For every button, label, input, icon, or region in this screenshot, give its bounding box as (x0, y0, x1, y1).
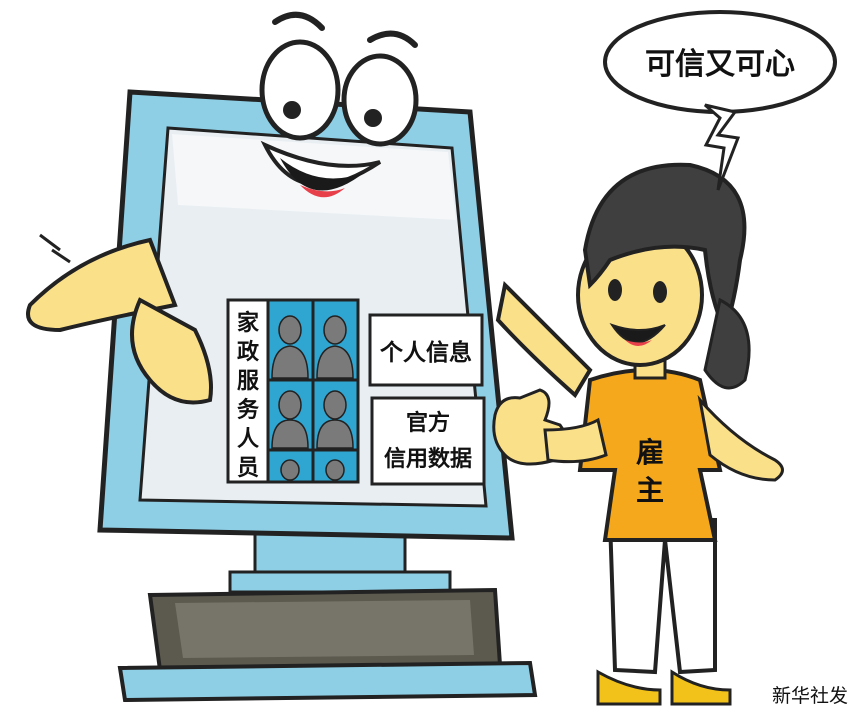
personal-info-label: 个人信息 (380, 339, 472, 366)
mascot-right-arm (495, 280, 593, 399)
vertical-label-char: 政 (237, 339, 260, 365)
person-silhouette-icon (316, 390, 354, 449)
official-data-label-line2: 信用数据 (384, 446, 472, 472)
official-data-label-line1: 官方 (406, 410, 450, 436)
domestic-worker-label-box: 家 政 服 务 人 员 (226, 298, 270, 484)
shirt-label-char: 雇 (636, 436, 664, 469)
person-silhouette-icon (325, 459, 345, 481)
mascot-hand (26, 233, 213, 405)
person-silhouette-icon (316, 315, 354, 379)
shirt-label-char: 主 (636, 474, 664, 507)
employer-girl: 雇 主 (492, 162, 784, 706)
vertical-label-char: 家 (237, 310, 260, 336)
vertical-label-char: 员 (237, 456, 259, 481)
speech-bubble-text: 可信又可心 (645, 47, 795, 82)
monitor-stand (117, 518, 538, 703)
vertical-label-char: 人 (237, 427, 259, 452)
person-silhouette-icon (271, 315, 309, 379)
mascot-face (259, 11, 419, 198)
official-credit-data-box: 官方 信用数据 (370, 396, 486, 486)
personal-info-box: 个人信息 (368, 313, 484, 387)
speech-bubble: 可信又可心 (603, 10, 837, 191)
vertical-label-char: 服 (237, 369, 260, 394)
vertical-label-char: 务 (237, 398, 260, 423)
credit-text: 新华社发 (772, 685, 848, 707)
person-silhouette-icon (271, 390, 309, 449)
person-silhouette-icon (280, 459, 300, 481)
photo-grid (266, 298, 360, 484)
